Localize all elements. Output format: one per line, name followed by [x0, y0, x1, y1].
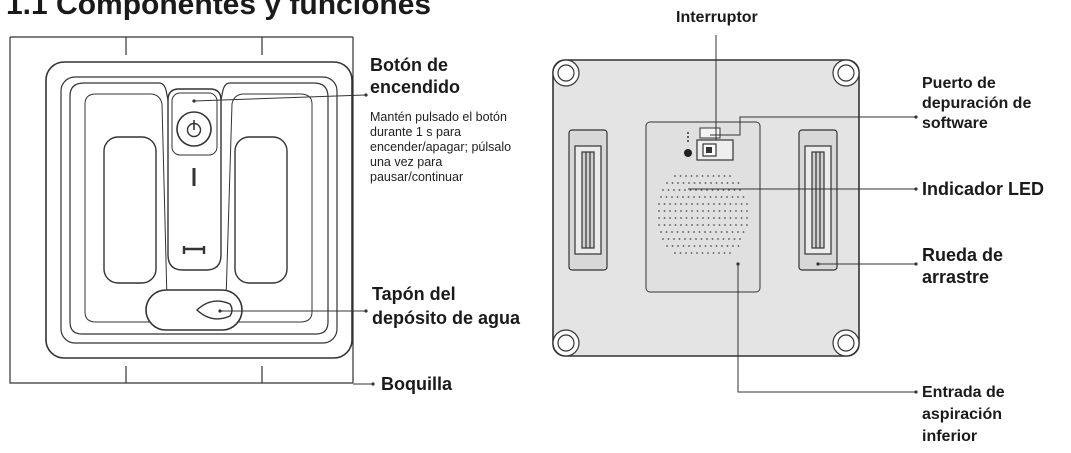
- suction-leader: [737, 264, 915, 393]
- front-inner-panel: [84, 93, 313, 323]
- right-handle: [234, 136, 288, 284]
- drag-wheel-label: Rueda de arrastre: [922, 245, 1004, 287]
- front-frame: [69, 82, 329, 335]
- power-leader: [193, 94, 366, 102]
- front-view: [9, 36, 375, 386]
- right-drag-wheel: [798, 129, 838, 271]
- left-drag-wheel: [568, 129, 608, 271]
- center-panel: [645, 121, 761, 293]
- corner-wheels: [552, 59, 860, 357]
- water-cap-label: Tapón del depósito de agua: [372, 284, 521, 328]
- hutt-logo: [182, 246, 206, 254]
- water-cap: [145, 289, 243, 331]
- suction-grille: [658, 175, 748, 254]
- led-indicator: [684, 149, 692, 157]
- debug-leader: [710, 116, 915, 136]
- led-label: Indicador LED: [922, 179, 1045, 199]
- switch-label: Interruptor: [676, 9, 758, 26]
- page-title: 1.1 Componentes y funciones: [6, 0, 432, 21]
- front-body-inner: [60, 76, 338, 344]
- power-button-label: Botón de encendido: [370, 55, 461, 97]
- top-bracket: [9, 36, 353, 384]
- power-button-description: Mantén pulsado el botón durante 1 s para…: [370, 110, 512, 184]
- nozzle-label: Boquilla: [381, 374, 452, 394]
- debug-port: [699, 127, 721, 139]
- left-handle: [103, 136, 157, 284]
- suction-label: Entrada de aspiración inferior: [922, 384, 1005, 445]
- debug-port-label: Puerto de depuración de software: [922, 75, 1032, 132]
- bottom-view: [552, 35, 918, 394]
